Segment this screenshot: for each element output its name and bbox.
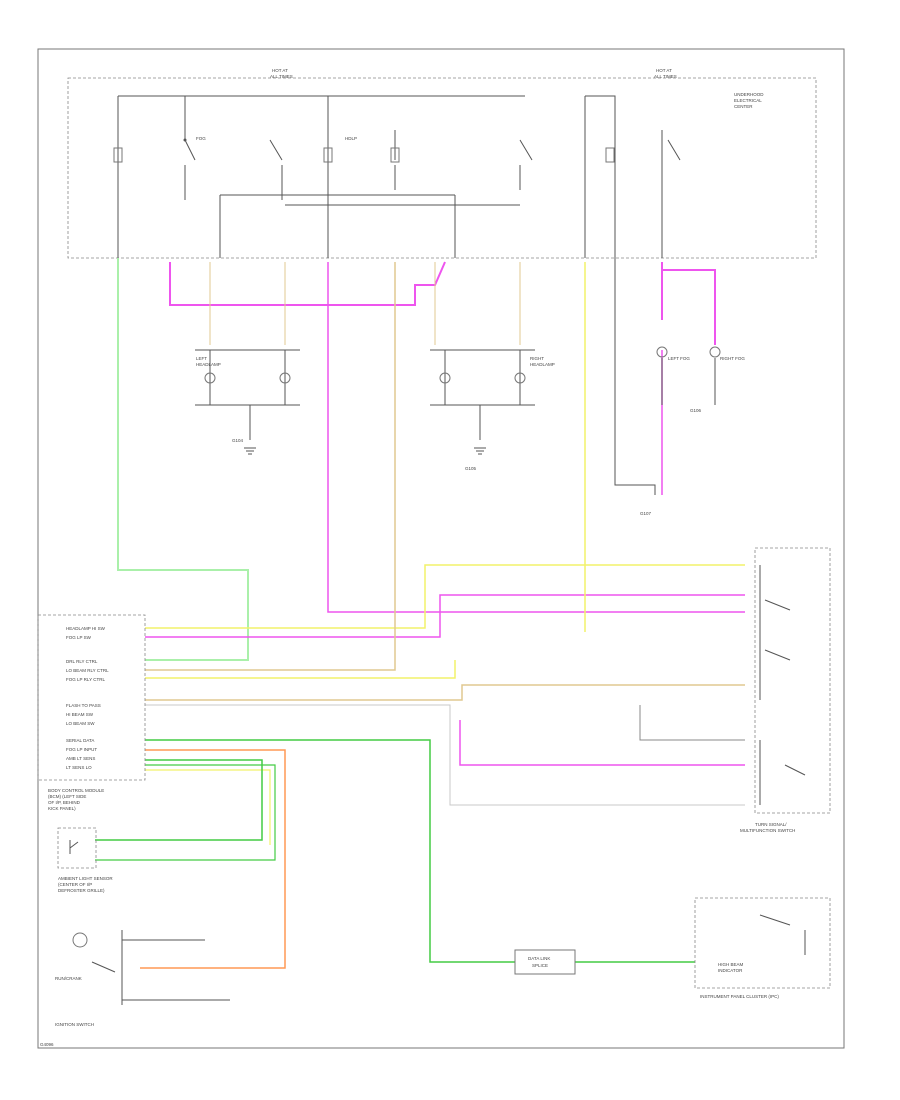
bcm-label-1: BODY CONTROL MODULE — [48, 788, 104, 793]
bcm-pin-13: AMB LT SENS — [66, 756, 95, 761]
fuse-a-sub: ALL TIMES — [270, 74, 293, 79]
turn-signal-contacts — [759, 565, 806, 805]
relay-hdlp-right — [519, 139, 533, 190]
ambient-label-2: (CENTER OF I/P — [58, 882, 92, 887]
ipc-lamp-label: HIGH BEAM — [718, 962, 744, 967]
ground-2-label: G105 — [465, 466, 477, 471]
bcm-box — [37, 614, 146, 781]
bcm-pin-9: HI BEAM SW — [66, 712, 94, 717]
right-headlamp-label-2: HEADLAMP — [530, 362, 555, 367]
data-link-splice — [514, 949, 576, 975]
ipc-lamp-symbol — [759, 914, 806, 955]
relay-desc-2: ELECTRICAL — [734, 98, 762, 103]
fuse-4 — [605, 147, 615, 163]
ambient-sensor-box — [57, 827, 97, 869]
bcm-pin-11: SERIAL DATA — [66, 738, 94, 743]
wire-pink-top — [169, 261, 446, 306]
wire-gray-2 — [639, 705, 745, 741]
wire-lightgreen-main — [117, 258, 249, 661]
wire-dark-right — [614, 258, 656, 495]
ground-1-label: G104 — [232, 438, 244, 443]
ipc-box — [694, 897, 831, 989]
bcm-pin-6: FOG LP RLY CTRL — [66, 677, 106, 682]
right-headlamp-label-1: RIGHT — [530, 356, 544, 361]
bcm-pin-12: FOG LP INPUT — [66, 747, 97, 752]
left-headlamp-label-2: HEADLAMP — [196, 362, 221, 367]
wire-pink-bcm — [145, 594, 745, 638]
right-fog-label: RIGHT FOG — [720, 356, 745, 361]
fuse-3 — [390, 147, 400, 163]
fog-relay-label: FOG — [196, 136, 206, 141]
turn-signal-switch-box — [754, 547, 831, 814]
hdlp-relay-label: HDLP — [345, 136, 357, 141]
ipc-lamp-label-2: INDICATOR — [718, 968, 743, 973]
wire-yellow-bcm — [145, 564, 745, 629]
bcm-pin-8: FLASH TO PASS — [66, 703, 101, 708]
wire-tan-1 — [145, 262, 396, 671]
bcm-pin-list: HEADLAMP HI SW FOG LP SW DRL RLY CTRL LO… — [66, 626, 109, 770]
ignition-switch-label: IGNITION SWITCH — [55, 1022, 94, 1027]
bcm-label-3: OF I/P, BEHIND — [48, 800, 81, 805]
left-headlamp-assembly — [195, 349, 300, 440]
turn-signal-label-2: MULTIFUNCTION SWITCH — [740, 828, 795, 833]
ground-1-symbol — [244, 447, 256, 455]
bcm-pin-1: HEADLAMP HI SW — [66, 626, 106, 631]
ground-3-label: G106 — [690, 408, 702, 413]
data-link-label-1: DATA LINK — [528, 956, 550, 961]
wire-pink-long — [327, 262, 745, 613]
wire-orange — [140, 749, 286, 969]
bcm-pin-4: DRL RLY CTRL — [66, 659, 98, 664]
bcm-pin-2: FOG LP SW — [66, 635, 92, 640]
wire-gray-1 — [145, 704, 745, 806]
ignition-switch-contacts — [91, 930, 230, 1005]
turn-signal-label-1: TURN SIGNAL/ — [755, 822, 787, 827]
relay-fog — [183, 138, 196, 200]
ambient-sensor-symbol — [69, 840, 79, 854]
left-fog-label: LEFT FOG — [668, 356, 690, 361]
fuse-1 — [113, 147, 123, 163]
wire-pink-right — [661, 262, 716, 345]
wire-pink-lower — [459, 720, 745, 766]
relay-desc-1: UNDERHOOD — [734, 92, 764, 97]
ambient-label-1: AMBIENT LIGHT SENSOR — [58, 876, 113, 881]
wire-yellow-3 — [145, 769, 271, 845]
wire-green-ambient-2 — [95, 764, 276, 861]
wire-green-data — [145, 739, 515, 963]
fuse-b-sub: ALL TIMES — [654, 74, 677, 79]
relay-drl — [269, 139, 283, 200]
wire-green-ambient — [95, 759, 263, 841]
relay-desc-3: CENTER — [734, 104, 753, 109]
right-headlamp-assembly — [430, 349, 535, 440]
relay-fog-right — [661, 139, 681, 200]
fuse-2 — [323, 147, 333, 163]
inner-bus — [219, 194, 456, 258]
wire-yellow-2 — [145, 660, 456, 679]
bcm-pin-10: LO BEAM SW — [66, 721, 95, 726]
bcm-label-2: (BCM) (LEFT SIDE — [48, 794, 86, 799]
underhood-center-box — [67, 77, 817, 259]
run-crank-label: RUN/CRANK — [55, 976, 82, 981]
ignition-switch-icon — [72, 932, 88, 948]
bcm-pin-5: LO BEAM RLY CTRL — [66, 668, 109, 673]
fuse-b-title: HOT AT — [656, 68, 672, 73]
ipc-label: INSTRUMENT PANEL CLUSTER (IPC) — [700, 994, 779, 999]
bcm-pin-14: LT SENS LO — [66, 765, 92, 770]
footer-code: G4096 — [40, 1042, 54, 1047]
wire-tan-2 — [145, 684, 745, 701]
diagram-frame — [37, 48, 845, 1049]
wire-tan-3 — [209, 262, 521, 345]
left-headlamp-label-1: LEFT — [196, 356, 207, 361]
bus-bar-b — [585, 95, 616, 258]
bcm-label-4: KICK PANEL) — [48, 806, 76, 811]
ambient-label-3: DEFROSTER GRILLE) — [58, 888, 105, 893]
data-link-label-2: SPLICE — [532, 963, 548, 968]
fog-lamps — [656, 346, 721, 405]
fuse-a-title: HOT AT — [272, 68, 288, 73]
ground-4-label: G107 — [640, 511, 652, 516]
ground-2-symbol — [474, 447, 486, 455]
